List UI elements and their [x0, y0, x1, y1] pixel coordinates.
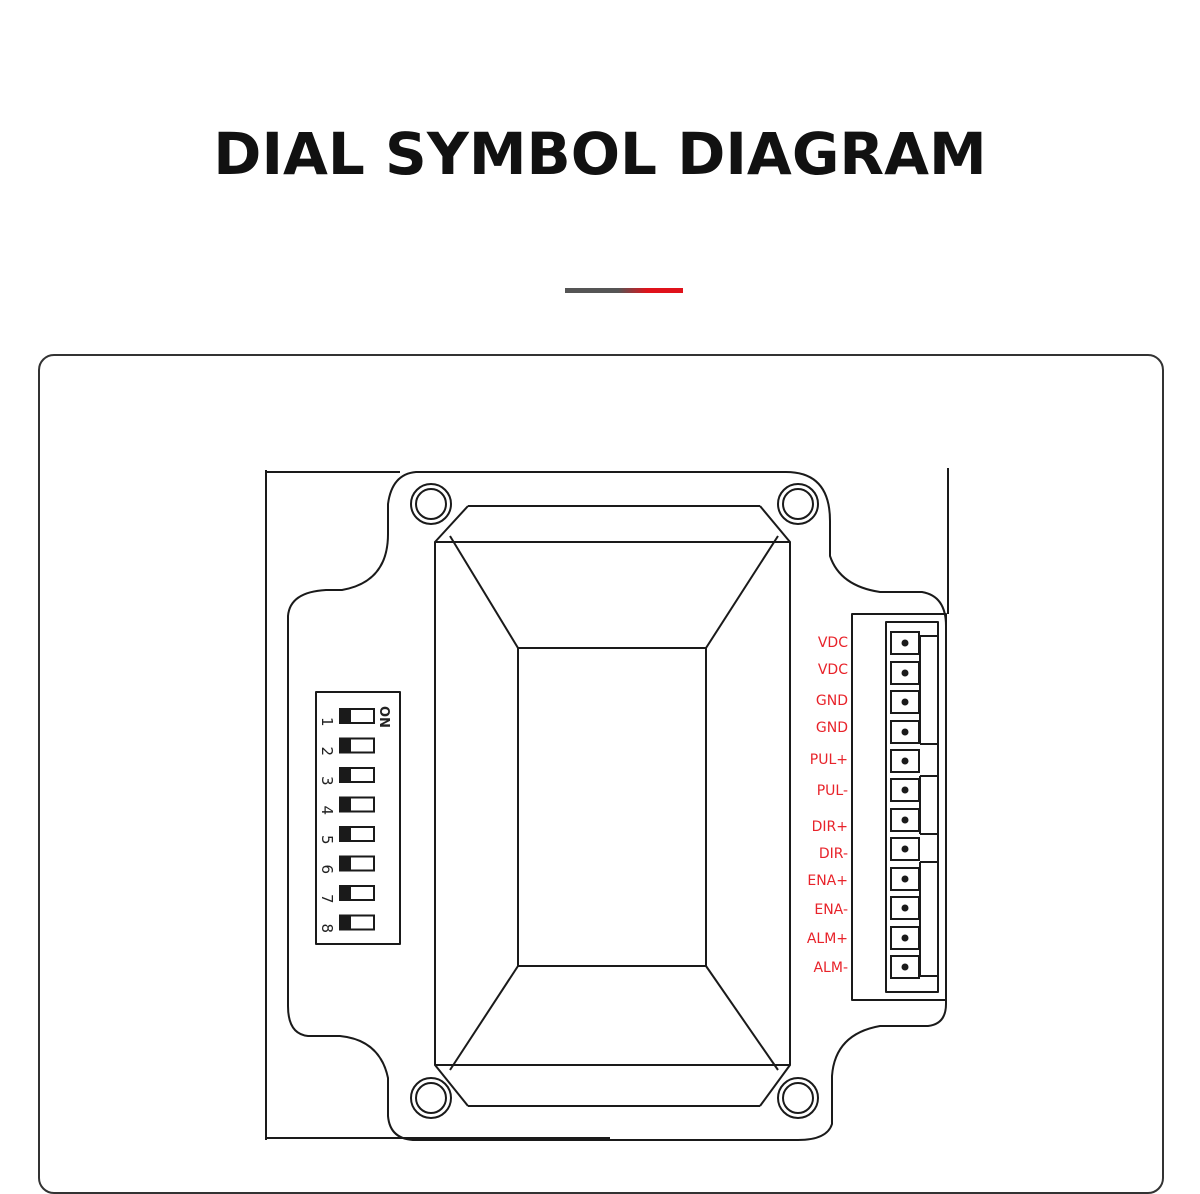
dip-switch-toggle — [339, 885, 375, 901]
dip-switch-slider — [341, 916, 351, 929]
dip-switch-slider — [341, 887, 351, 899]
page-title: DIAL SYMBOL DIAGRAM — [213, 120, 987, 188]
dip-switch-slider — [341, 798, 351, 811]
dip-switch-toggle — [339, 737, 375, 754]
terminal-pin-label: GND — [816, 720, 848, 736]
dip-switch-slider — [341, 710, 351, 722]
terminal-pin-label: VDC — [818, 662, 848, 678]
mounting-hole-top-left — [410, 483, 452, 525]
terminal-pin-label: ENA+ — [807, 873, 848, 889]
terminal-pin-label: ALM- — [813, 960, 848, 976]
dip-switch-toggle — [339, 855, 375, 872]
heatsink-outer-frame — [434, 541, 791, 1066]
housing-outline — [287, 471, 947, 1141]
terminal-pin-label: PUL+ — [810, 752, 848, 768]
dip-switch-slider — [341, 739, 351, 752]
mounting-hole-bottom-right — [777, 1077, 819, 1119]
dip-position-label: 7 — [318, 894, 336, 904]
diagram-card: ON 1 2 3 4 5 6 7 8 VDC VDC GND GND PUL+ PUL- DIR+ DIR-… — [38, 354, 1164, 1194]
dip-switch-toggle — [339, 796, 375, 813]
dip-position-label: 4 — [318, 806, 336, 816]
terminal-pin-screw — [901, 845, 909, 853]
terminal-pin-label: DIR- — [819, 846, 848, 862]
heatsink-inner-panel — [517, 647, 707, 967]
terminal-pins: VDC VDC GND GND PUL+ PUL- DIR+ DIR- ENA+ ENA- ALM+… — [807, 631, 920, 979]
terminal-pin-screw — [901, 963, 909, 971]
dip-on-label: ON — [376, 706, 391, 728]
terminal-pin-screw — [901, 698, 909, 706]
terminal-pin-screw — [901, 786, 909, 794]
terminal-block — [851, 613, 947, 1001]
terminal-pin-label: DIR+ — [812, 819, 848, 835]
title-underline — [565, 288, 683, 293]
dip-position-label: 8 — [318, 924, 336, 934]
terminal-pin-label: ALM+ — [807, 931, 848, 947]
terminal-pin-label: VDC — [818, 635, 848, 651]
terminal-pin-screw — [901, 875, 909, 883]
dip-switch-rows: 1 2 3 4 5 6 7 8 — [318, 708, 375, 934]
dip-switch-housing — [315, 691, 401, 945]
mounting-hole-bottom-left — [410, 1077, 452, 1119]
terminal-pin-screw — [901, 639, 909, 647]
dip-switch-slider — [341, 769, 351, 781]
mounting-hole-top-right — [777, 483, 819, 525]
dip-position-label: 3 — [318, 776, 336, 786]
dip-switch-toggle — [339, 914, 375, 931]
terminal-pin-screw — [901, 904, 909, 912]
terminal-pin-label: PUL- — [817, 783, 848, 799]
dip-position-label: 2 — [318, 747, 336, 757]
terminal-pin-label: ENA- — [814, 902, 848, 918]
dip-switch-slider — [341, 857, 351, 870]
terminal-pin-screw — [901, 669, 909, 677]
terminal-pin-screw — [901, 728, 909, 736]
dip-position-label: 6 — [318, 865, 336, 875]
dip-switch-slider — [341, 828, 351, 840]
dip-position-label: 5 — [318, 835, 336, 845]
dip-switch-toggle — [339, 767, 375, 783]
terminal-pin-screw — [901, 757, 909, 765]
terminal-pin-screw — [901, 934, 909, 942]
dip-switch-toggle — [339, 708, 375, 724]
dip-switch-toggle — [339, 826, 375, 842]
dip-position-label: 1 — [318, 717, 336, 727]
terminal-pin-label: GND — [816, 693, 848, 709]
driver-outline-diagram: ON 1 2 3 4 5 6 7 8 VDC VDC GND GND PUL+ PUL- DIR+ DIR-… — [265, 468, 949, 1141]
terminal-pin-screw — [901, 816, 909, 824]
